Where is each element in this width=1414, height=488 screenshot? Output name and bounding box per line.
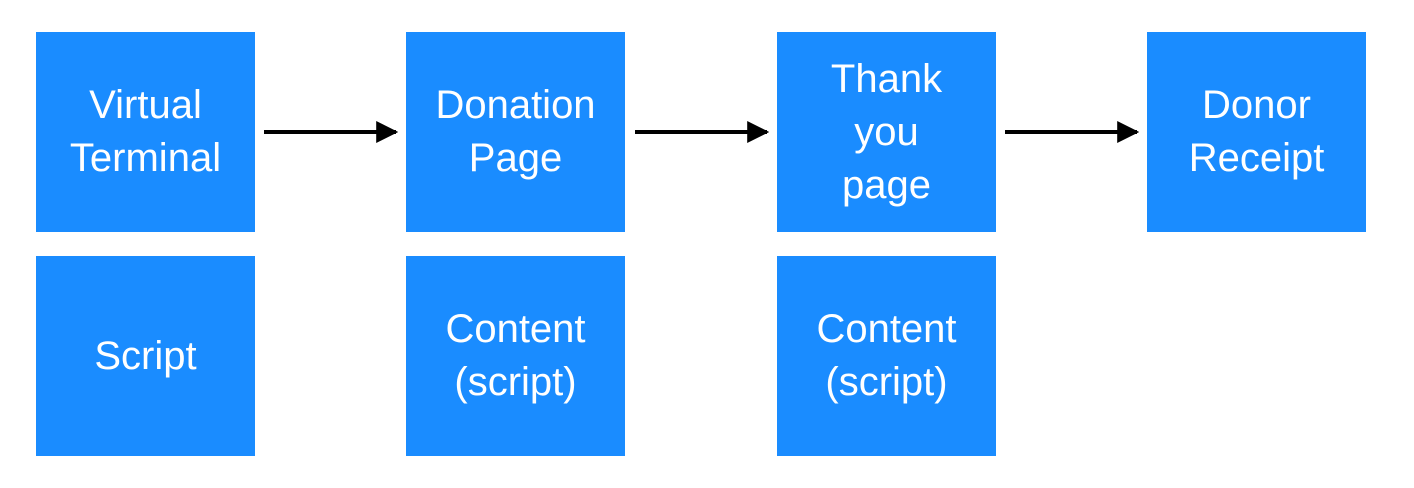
node-content-script-2: Content (script) [777, 256, 996, 456]
node-virtual-terminal: Virtual Terminal [36, 32, 255, 232]
node-script: Script [36, 256, 255, 456]
node-label: Virtual Terminal [69, 83, 222, 180]
node-label: Content (script) [816, 307, 957, 404]
node-thank-you-page: Thank you page [777, 32, 996, 232]
node-label: Donation Page [435, 83, 596, 180]
node-label: Thank you page [830, 56, 943, 207]
node-content-script-1: Content (script) [406, 256, 625, 456]
node-label: Script [94, 333, 197, 378]
node-donation-page: Donation Page [406, 32, 625, 232]
node-label: Donor Receipt [1188, 83, 1325, 180]
node-donor-receipt: Donor Receipt [1147, 32, 1366, 232]
node-label: Content (script) [445, 307, 586, 404]
